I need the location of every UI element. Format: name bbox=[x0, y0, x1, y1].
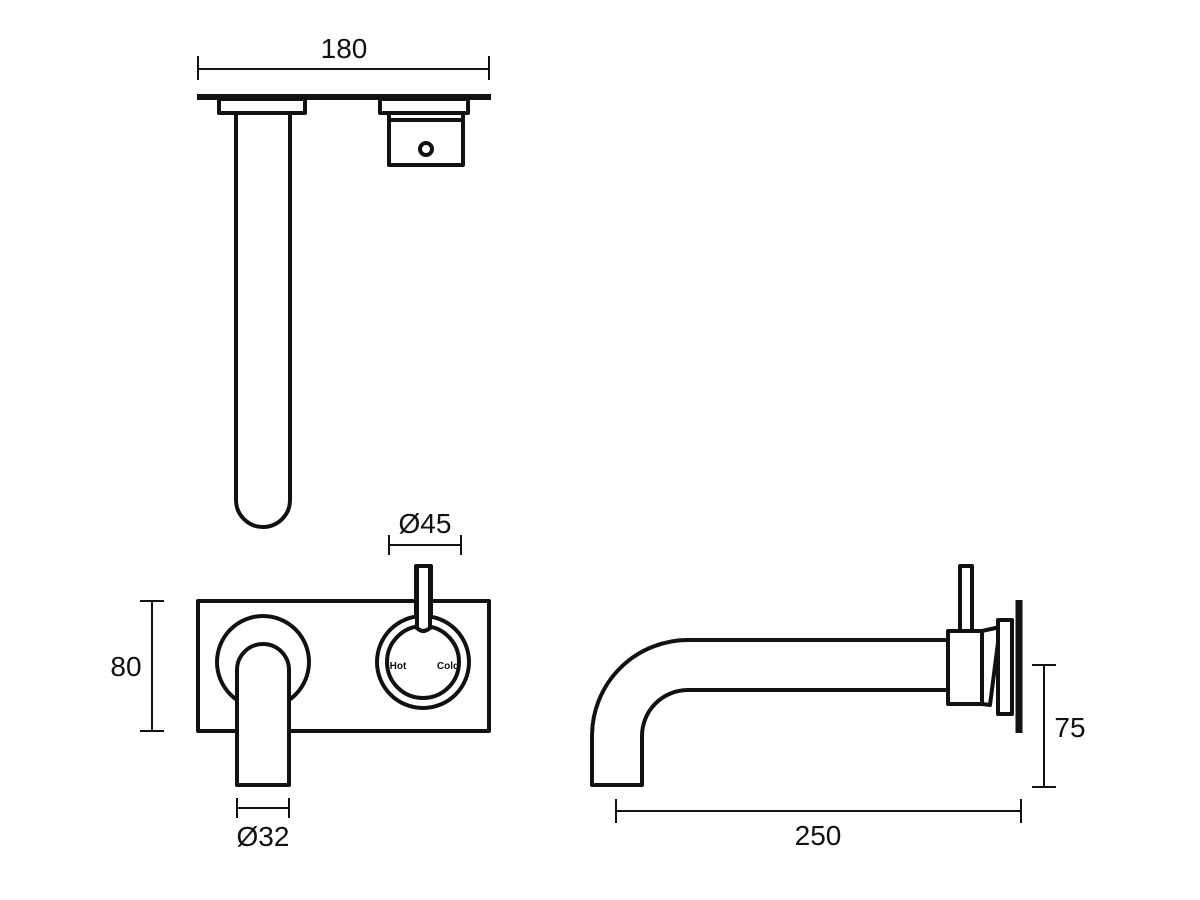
cartridge-side bbox=[980, 625, 1002, 707]
cartridge-ring bbox=[996, 618, 1014, 716]
handle-lever-base bbox=[415, 626, 432, 633]
cold-label: Cold bbox=[437, 661, 459, 672]
dim-spout-length: 250 bbox=[615, 799, 1022, 851]
dim-height: 80 bbox=[110, 600, 164, 732]
handle-flange-top bbox=[378, 97, 470, 115]
front-view: Ø45 80 Hot Cold Ø32 bbox=[110, 508, 491, 852]
dim-spout-diameter: Ø32 bbox=[236, 798, 290, 852]
dim-handle-diameter: Ø45 bbox=[388, 508, 462, 555]
handle-body-top bbox=[387, 111, 465, 167]
dim-spout-height: 75 bbox=[1032, 664, 1086, 788]
spout-side bbox=[590, 638, 950, 787]
dim-label-180: 180 bbox=[321, 33, 368, 64]
body-block-side bbox=[946, 629, 984, 706]
wall-plate-front bbox=[196, 599, 491, 733]
handle-lever-stem bbox=[417, 602, 430, 628]
dim-label-32: Ø32 bbox=[237, 821, 290, 852]
dim-plate-width: 180 bbox=[197, 33, 490, 80]
dim-label-80: 80 bbox=[110, 651, 141, 682]
spout-flange-top bbox=[217, 97, 307, 115]
top-view: 180 bbox=[197, 33, 491, 529]
side-view: 75 250 bbox=[590, 564, 1086, 851]
handle-pin-top bbox=[418, 141, 434, 157]
hot-label: Hot bbox=[390, 661, 407, 672]
dim-label-250: 250 bbox=[795, 820, 842, 851]
spout-top-view bbox=[234, 111, 292, 529]
spout-body-front bbox=[235, 642, 291, 787]
lever-side bbox=[958, 564, 974, 633]
dim-label-75: 75 bbox=[1054, 712, 1085, 743]
dim-label-45: Ø45 bbox=[399, 508, 452, 539]
